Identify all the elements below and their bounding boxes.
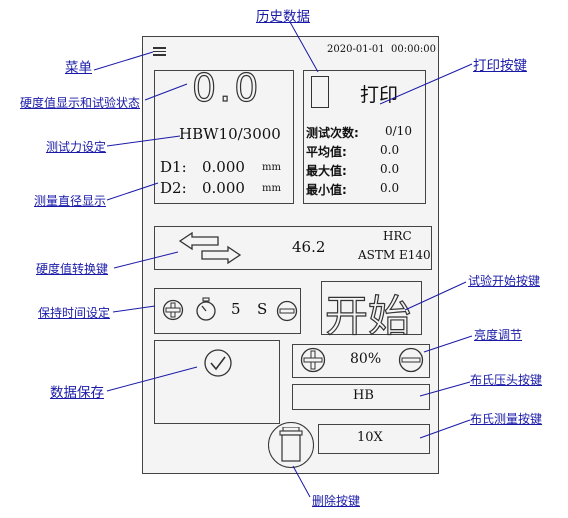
- trash-icon[interactable]: [279, 427, 303, 463]
- minus-icon[interactable]: [398, 347, 424, 373]
- annotation-save: 数据保存: [50, 385, 104, 401]
- stat-max-label: 最大值:: [306, 164, 347, 178]
- magnification-value[interactable]: 10X: [357, 430, 383, 445]
- annotation-print: 打印按键: [473, 58, 527, 74]
- stat-min-value: 0.0: [380, 181, 400, 195]
- plus-icon[interactable]: [162, 299, 184, 321]
- converted-standard: ASTM E140: [358, 248, 431, 262]
- force-setting[interactable]: HBW10/3000: [179, 125, 281, 143]
- measure-button[interactable]: [318, 424, 430, 454]
- d1-value: 0.000: [202, 158, 245, 176]
- annotation-diameter: 测量直径显示: [34, 194, 107, 208]
- d1-label: D1:: [160, 158, 187, 176]
- converted-scale: HRC: [383, 229, 412, 243]
- annotation-indenter: 布氏压头按键: [470, 373, 543, 387]
- d2-label: D2:: [160, 179, 187, 197]
- annotation-delete: 删除按键: [312, 494, 361, 508]
- annotation-hardness-display: 硬度值显示和试验状态: [20, 96, 141, 110]
- stat-tests-label: 测试次数:: [306, 126, 359, 140]
- stat-avg-label: 平均值:: [306, 145, 347, 159]
- hardness-value: 0.0: [191, 65, 262, 110]
- annotation-convert: 硬度值转换键: [36, 262, 109, 276]
- indenter-value[interactable]: HB: [353, 388, 374, 403]
- conversion-panel[interactable]: [154, 226, 432, 270]
- hold-time-unit: S: [257, 300, 268, 318]
- annotation-force: 测试力设定: [46, 140, 107, 154]
- hold-time-value: 5: [231, 300, 241, 318]
- indenter-button[interactable]: [292, 384, 430, 410]
- annotation-start: 试验开始按键: [468, 274, 541, 288]
- stat-max-value: 0.0: [380, 162, 400, 176]
- stat-tests-value: 0/10: [385, 124, 412, 138]
- converted-value: 46.2: [292, 238, 326, 256]
- annotation-menu: 菜单: [65, 60, 92, 76]
- convert-arrows-icon[interactable]: [178, 232, 242, 264]
- stat-avg-value: 0.0: [380, 143, 400, 157]
- datetime-display: 2020-01-01 00:00:00: [327, 44, 436, 55]
- d1-unit: mm: [262, 162, 281, 173]
- history-icon[interactable]: [311, 76, 329, 108]
- minus-icon[interactable]: [276, 300, 298, 322]
- start-button[interactable]: 开始: [324, 291, 411, 342]
- annotation-brightness: 亮度调节: [474, 328, 523, 342]
- annotation-hold: 保持时间设定: [38, 306, 111, 320]
- check-icon[interactable]: [203, 348, 233, 378]
- annotation-measure: 布氏测量按键: [470, 412, 543, 426]
- menu-icon[interactable]: [153, 47, 166, 56]
- stat-min-label: 最小值:: [306, 183, 347, 197]
- print-button[interactable]: 打印: [360, 84, 399, 106]
- annotation-history: 历史数据: [256, 9, 310, 25]
- d2-value: 0.000: [202, 179, 245, 197]
- d2-unit: mm: [262, 183, 281, 194]
- brightness-value: 80%: [350, 351, 382, 367]
- plus-icon[interactable]: [300, 347, 326, 373]
- timer-icon: [196, 297, 216, 321]
